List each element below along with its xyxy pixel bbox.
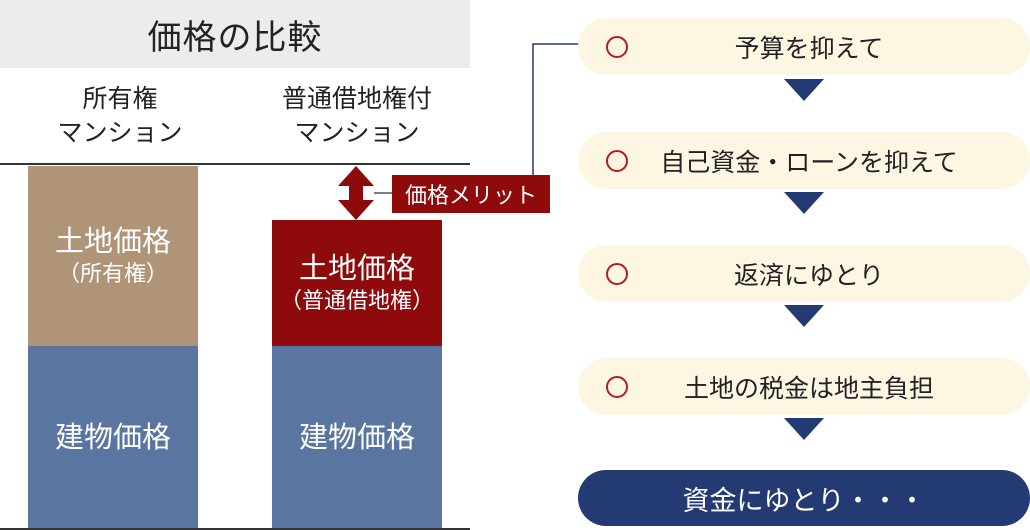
- comparison-title: 価格の比較: [0, 0, 470, 68]
- leasehold-land-block: 土地価格 （普通借地権）: [272, 220, 442, 346]
- ownership-land-label: 土地価格: [54, 224, 171, 258]
- circle-mark-icon: [606, 35, 628, 58]
- circle-mark-icon: [606, 262, 628, 285]
- circle-mark-icon: [606, 149, 628, 172]
- down-arrow-icon: [784, 418, 824, 440]
- flow-step-text: 予算を抑えて: [734, 33, 884, 63]
- down-arrow-icon: [784, 79, 824, 101]
- leasehold-building-block: 建物価格: [272, 346, 442, 528]
- ownership-building-block: 建物価格: [28, 346, 198, 528]
- top-baseline: [0, 163, 470, 165]
- ownership-land-block: 土地価格 （所有権）: [28, 166, 198, 346]
- ownership-column-label: 所有権 マンション: [0, 82, 240, 150]
- ownership-building-label: 建物価格: [54, 420, 171, 454]
- flow-step-text: 自己資金・ローンを抑えて: [660, 147, 958, 177]
- flow-connector-line: [532, 43, 580, 175]
- leasehold-column-label: 普通借地権付 マンション: [237, 82, 477, 150]
- circle-mark-icon: [606, 375, 628, 398]
- bottom-baseline: [0, 528, 470, 530]
- leasehold-label-line2: マンション: [294, 118, 420, 147]
- flow-step-1: 予算を抑えて: [578, 18, 1030, 75]
- leasehold-label-line1: 普通借地権付: [281, 84, 432, 113]
- ownership-land-sublabel: （所有権）: [57, 262, 168, 287]
- flow-step-text: 返済にゆとり: [733, 260, 884, 290]
- leasehold-land-sublabel: （普通借地権）: [279, 289, 434, 314]
- down-arrow-icon: [784, 305, 824, 327]
- double-arrow-icon: [338, 166, 374, 220]
- flow-step-text: 土地の税金は地主負担: [683, 373, 934, 403]
- price-merit-label: 価格メリット: [392, 175, 550, 213]
- ownership-label-line1: 所有権: [82, 84, 158, 113]
- leasehold-building-label: 建物価格: [298, 420, 415, 454]
- down-arrow-icon: [784, 192, 824, 214]
- flow-step-3: 返済にゆとり: [578, 245, 1030, 302]
- flow-step-4: 土地の税金は地主負担: [578, 358, 1030, 415]
- ownership-label-line2: マンション: [57, 118, 183, 147]
- flow-result: 資金にゆとり・・・: [578, 470, 1030, 526]
- flow-step-2: 自己資金・ローンを抑えて: [578, 132, 1030, 189]
- leasehold-land-label: 土地価格: [298, 251, 415, 285]
